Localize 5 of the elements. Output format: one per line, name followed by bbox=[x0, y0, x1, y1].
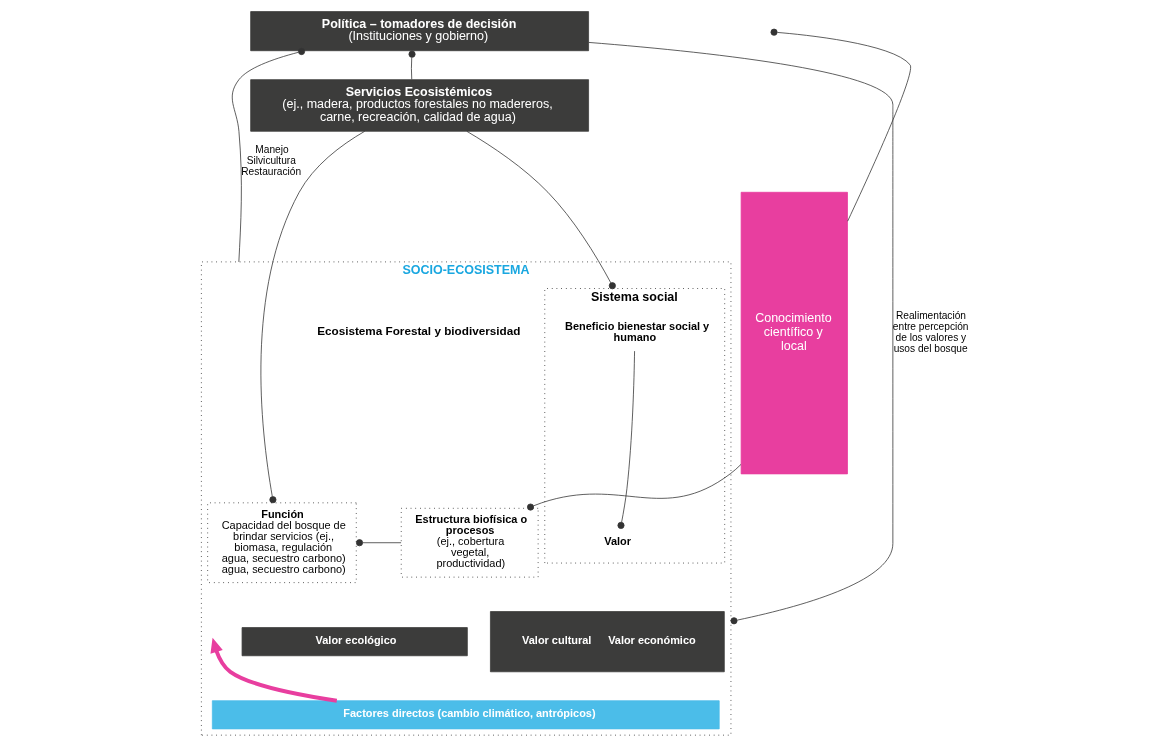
node-text: Beneficio bienestar social y humano bbox=[564, 320, 709, 344]
label: Ecosistema Forestal y biodiversidad bbox=[316, 324, 520, 338]
edge-label: Realimentación entre percepción de los valores y usos del bosque bbox=[892, 310, 969, 355]
node-text: Valor bbox=[603, 534, 631, 547]
edge-label: Manejo Silvicultura Restauración bbox=[240, 144, 301, 178]
